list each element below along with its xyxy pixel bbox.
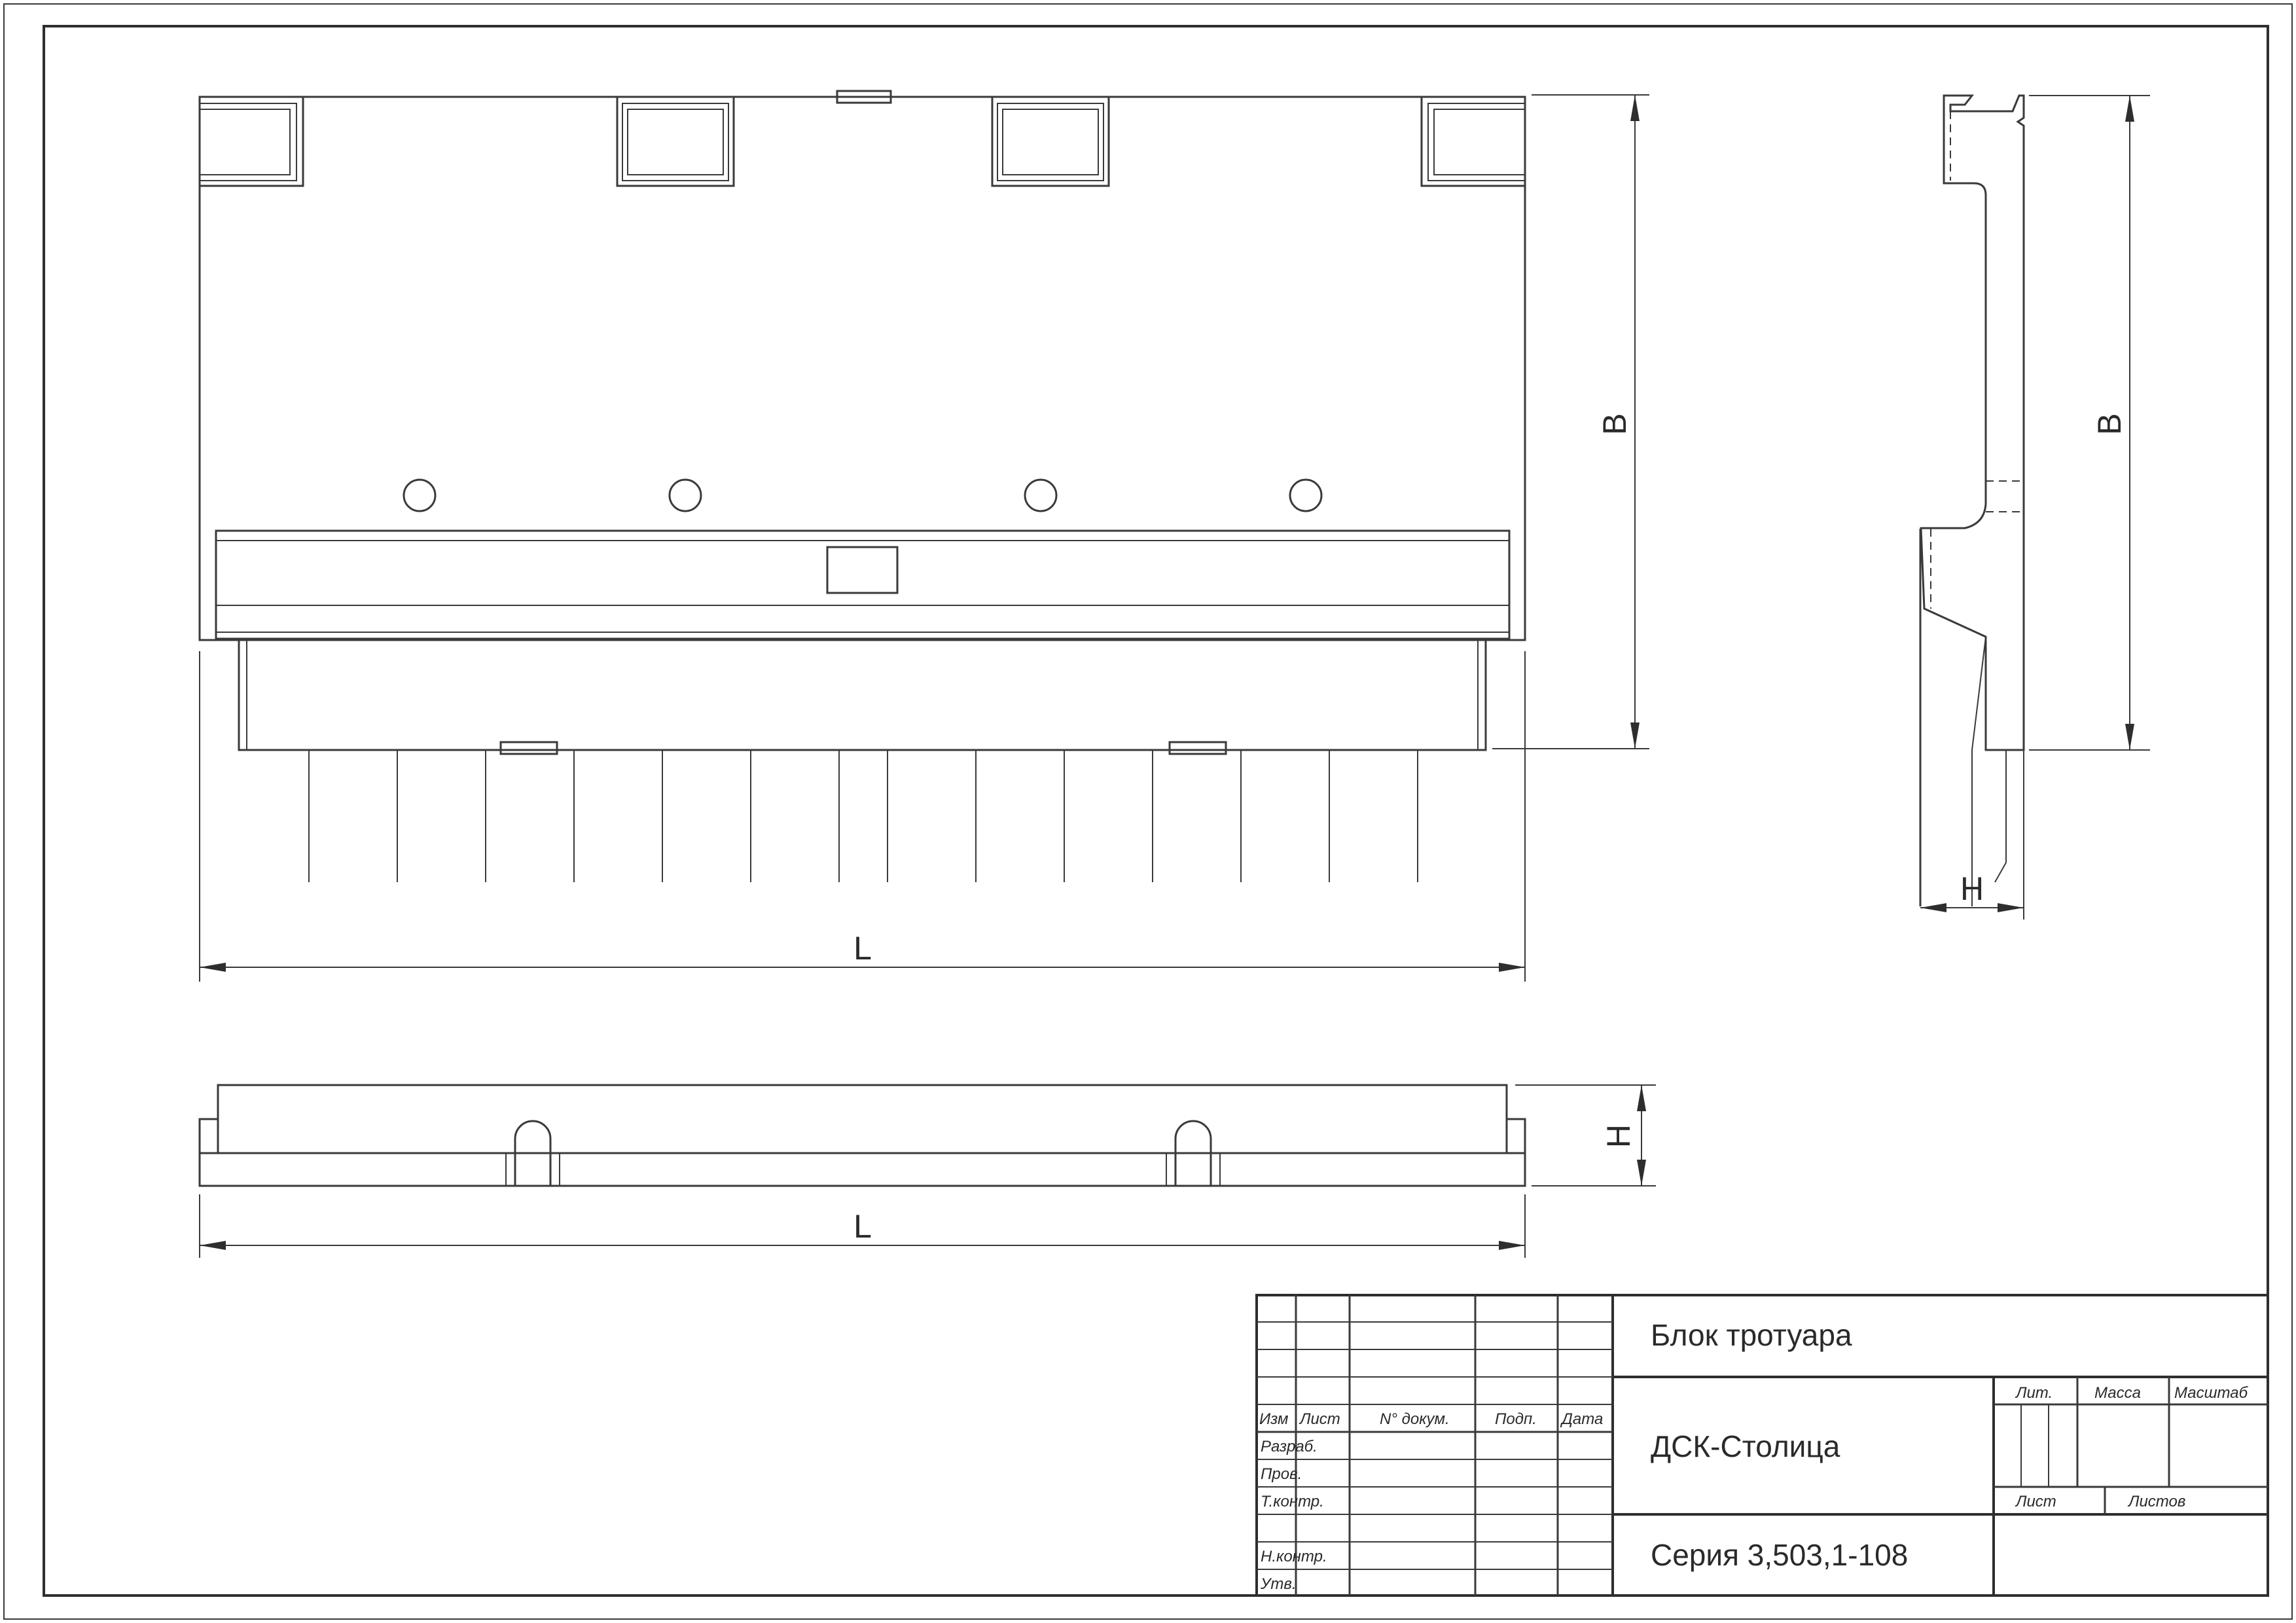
dimension-length: L [200,930,1525,972]
meta-scale: Масштаб [2174,1384,2249,1402]
dimension-height: H [1920,870,2024,912]
column-header-signature: Подп. [1495,1410,1537,1428]
dimension-width: B [1596,95,1640,749]
lifting-loop [1166,1120,1221,1186]
series-number: Серия 3,503,1-108 [1651,1538,1908,1572]
side-section: B H [1919,94,2150,919]
role-checked: Пров. [1261,1465,1302,1483]
column-header-doc-number: N° докум. [1380,1410,1450,1428]
meta-sheets: Листов [2127,1493,2185,1510]
hole [1289,478,1323,512]
hole [403,478,437,512]
role-approved: Утв. [1260,1575,1297,1593]
front-view: L H [198,1084,1656,1258]
column-header-change: Изм [1259,1410,1289,1428]
column-header-date: Дата [1560,1410,1603,1428]
lifting-pocket [198,96,304,187]
lifting-pocket [1420,96,1526,187]
dimension-label-length: L [853,930,872,967]
title-block: Изм Лист N° докум. Подп. Дата Разраб. Пр… [1255,1294,2269,1597]
dimension-label-width: B [1596,413,1633,435]
plan-view: L B [198,90,1649,982]
meta-mass: Масса [2094,1384,2141,1402]
lifting-pocket [616,96,735,187]
dimension-label-length: L [853,1208,872,1245]
column-header-sheet: Лист [1299,1410,1340,1428]
hole [1024,478,1058,512]
edge-strip [215,529,1511,640]
role-developed: Разраб. [1261,1438,1318,1455]
dimension-label-width: B [2091,413,2128,435]
role-norm-control: Н.контр. [1261,1548,1327,1565]
dimension-height: H [1600,1085,1646,1186]
lifting-pocket [991,96,1110,187]
lifting-loop [505,1120,560,1186]
meta-letter: Лит. [2015,1384,2053,1402]
rebar-lines [308,750,1418,882]
dimension-length: L [200,1208,1525,1250]
sheet-frame [3,3,2293,1620]
dimension-label-height: H [1960,870,1984,907]
organization-name: ДСК-Столица [1651,1429,1840,1463]
hole [668,478,702,512]
dimension-width: B [2091,96,2134,750]
role-tech-control: Т.контр. [1261,1493,1324,1510]
lower-flange [238,639,1487,755]
drawing-title: Блок тротуара [1651,1318,1852,1352]
meta-sheet: Лист [2015,1493,2056,1510]
dimension-label-height: H [1600,1124,1637,1148]
